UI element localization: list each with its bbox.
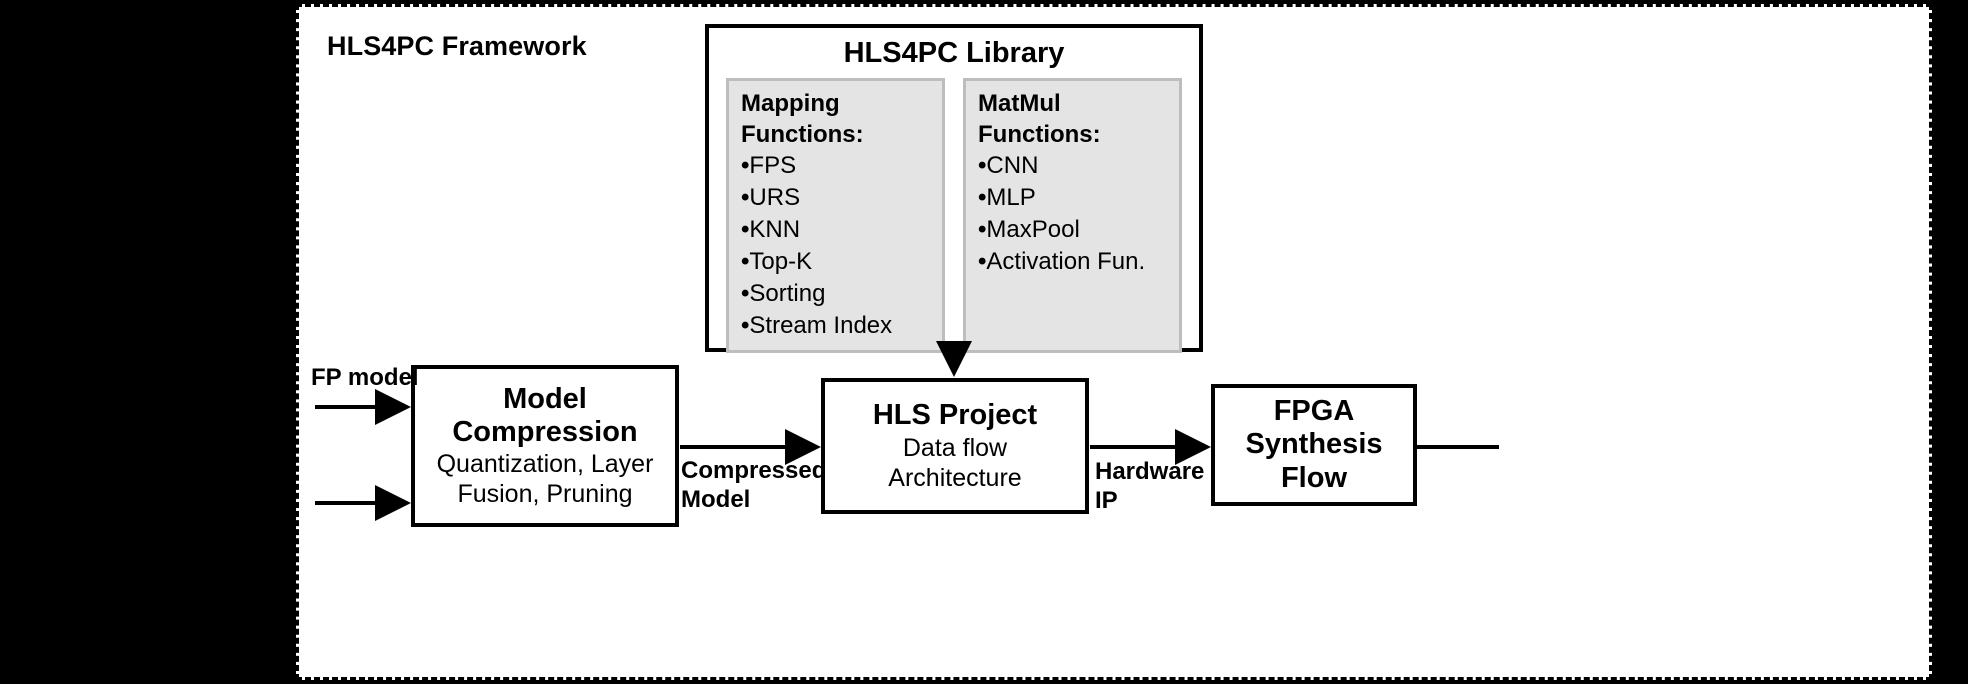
list-item: •KNN	[741, 214, 932, 246]
bullet-icon: •	[741, 311, 750, 339]
list-item: •Top-K	[741, 246, 932, 278]
list-item: •CNN	[978, 150, 1169, 182]
bullet-icon: •	[978, 216, 987, 244]
matmul-functions-list: •CNN •MLP •MaxPool •Activation Fun.	[978, 150, 1169, 278]
list-item-label: FPS	[749, 152, 797, 180]
mapping-functions-list: •FPS •URS •KNN •Top-K •Sorting •Stream I…	[741, 150, 932, 341]
hls4pc-framework-container: HLS4PC Framework HLS4PC Library Mapping …	[296, 4, 1932, 680]
fpga-synthesis-flow-title: FPGA Synthesis Flow	[1245, 394, 1383, 494]
list-item-label: Sorting	[749, 279, 826, 307]
bullet-icon: •	[978, 184, 987, 212]
bullet-icon: •	[741, 248, 750, 276]
list-item: •Activation Fun.	[978, 246, 1169, 278]
matmul-functions-title: MatMul Functions:	[978, 89, 1101, 148]
list-item-label: KNN	[749, 216, 801, 244]
hls4pc-library-box: HLS4PC Library Mapping Functions: •FPS •…	[705, 24, 1203, 353]
library-panels: Mapping Functions: •FPS •URS •KNN •Top-K…	[709, 70, 1199, 353]
list-item-label: Top-K	[749, 248, 813, 276]
list-item-label: CNN	[986, 152, 1039, 180]
list-item-label: MLP	[986, 184, 1036, 212]
mapping-functions-panel: Mapping Functions: •FPS •URS •KNN •Top-K…	[726, 77, 945, 353]
bullet-icon: •	[741, 152, 750, 180]
framework-title: HLS4PC Framework	[327, 31, 587, 61]
bullet-icon: •	[741, 184, 750, 212]
bullet-icon: •	[741, 279, 750, 307]
bullet-icon: •	[978, 248, 987, 276]
list-item: •MLP	[978, 182, 1169, 214]
matmul-functions-panel: MatMul Functions: •CNN •MLP •MaxPool •Ac…	[963, 77, 1182, 353]
label-compressed-model: Compressed Model	[681, 457, 827, 514]
list-item: •URS	[741, 182, 932, 214]
library-title: HLS4PC Library	[843, 37, 1065, 69]
model-compression-title: Model Compression	[452, 382, 638, 448]
list-item: •Sorting	[741, 278, 932, 310]
list-item: •FPS	[741, 150, 932, 182]
bullet-icon: •	[978, 152, 987, 180]
hls-project-box: HLS Project Data flow Architecture	[821, 378, 1089, 514]
hls-project-title: HLS Project	[872, 399, 1038, 432]
list-item-label: URS	[749, 184, 801, 212]
fpga-synthesis-flow-box: FPGA Synthesis Flow	[1211, 384, 1417, 506]
hls-project-subtitle: Data flow Architecture	[888, 433, 1022, 492]
model-compression-subtitle: Quantization, Layer Fusion, Pruning	[436, 450, 654, 509]
bullet-icon: •	[741, 216, 750, 244]
list-item-label: Activation Fun.	[986, 248, 1146, 276]
label-hardware-ip: Hardware IP	[1095, 458, 1205, 515]
label-fp-model: FP model	[311, 364, 419, 391]
model-compression-box: Model Compression Quantization, Layer Fu…	[411, 365, 679, 527]
mapping-functions-title: Mapping Functions:	[741, 89, 864, 148]
list-item-label: MaxPool	[986, 216, 1080, 244]
list-item: •MaxPool	[978, 214, 1169, 246]
list-item-label: Stream Index	[749, 311, 893, 339]
list-item: •Stream Index	[741, 310, 932, 342]
